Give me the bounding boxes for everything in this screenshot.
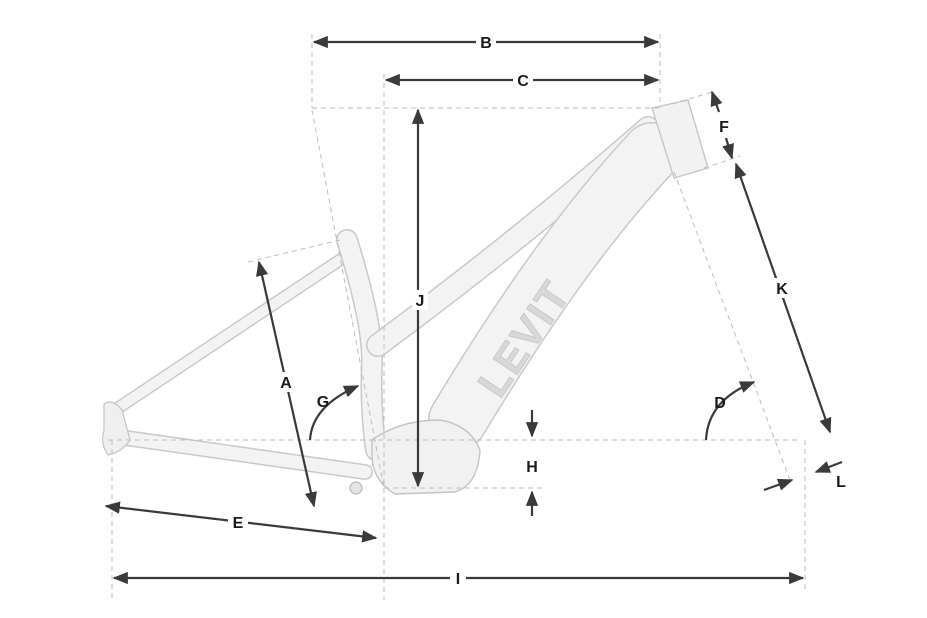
label-i: I <box>456 571 460 588</box>
bottom-bracket <box>349 481 363 495</box>
label-e: E <box>233 515 244 532</box>
dim-line-f-bottom <box>722 137 734 160</box>
seat-stay <box>111 245 359 415</box>
dim-line-f-top <box>710 90 723 113</box>
label-a: A <box>280 375 292 392</box>
dim-line-l-left <box>763 478 794 492</box>
label-f: F <box>719 119 729 136</box>
dimension-lines <box>104 35 843 585</box>
label-k: K <box>776 281 788 298</box>
guide-lines <box>108 34 806 600</box>
label-l: L <box>836 474 846 491</box>
dimension-labels: B C J A G D E I K F H L <box>228 32 846 588</box>
dim-arc-g <box>308 384 360 441</box>
seat-tube <box>336 229 387 461</box>
rear-dropout <box>102 401 131 456</box>
dim-line-l-right <box>814 460 843 474</box>
label-b: B <box>480 35 492 52</box>
motor-housing <box>371 419 481 495</box>
label-g: G <box>317 394 329 411</box>
label-h: H <box>526 459 538 476</box>
label-c: C <box>517 73 529 90</box>
dim-arc-d <box>704 380 756 441</box>
label-j: J <box>416 293 425 310</box>
bike-frame: LEVIT <box>102 99 709 495</box>
label-d: D <box>714 395 726 412</box>
down-tube <box>428 122 682 450</box>
chain-stay <box>104 428 373 480</box>
